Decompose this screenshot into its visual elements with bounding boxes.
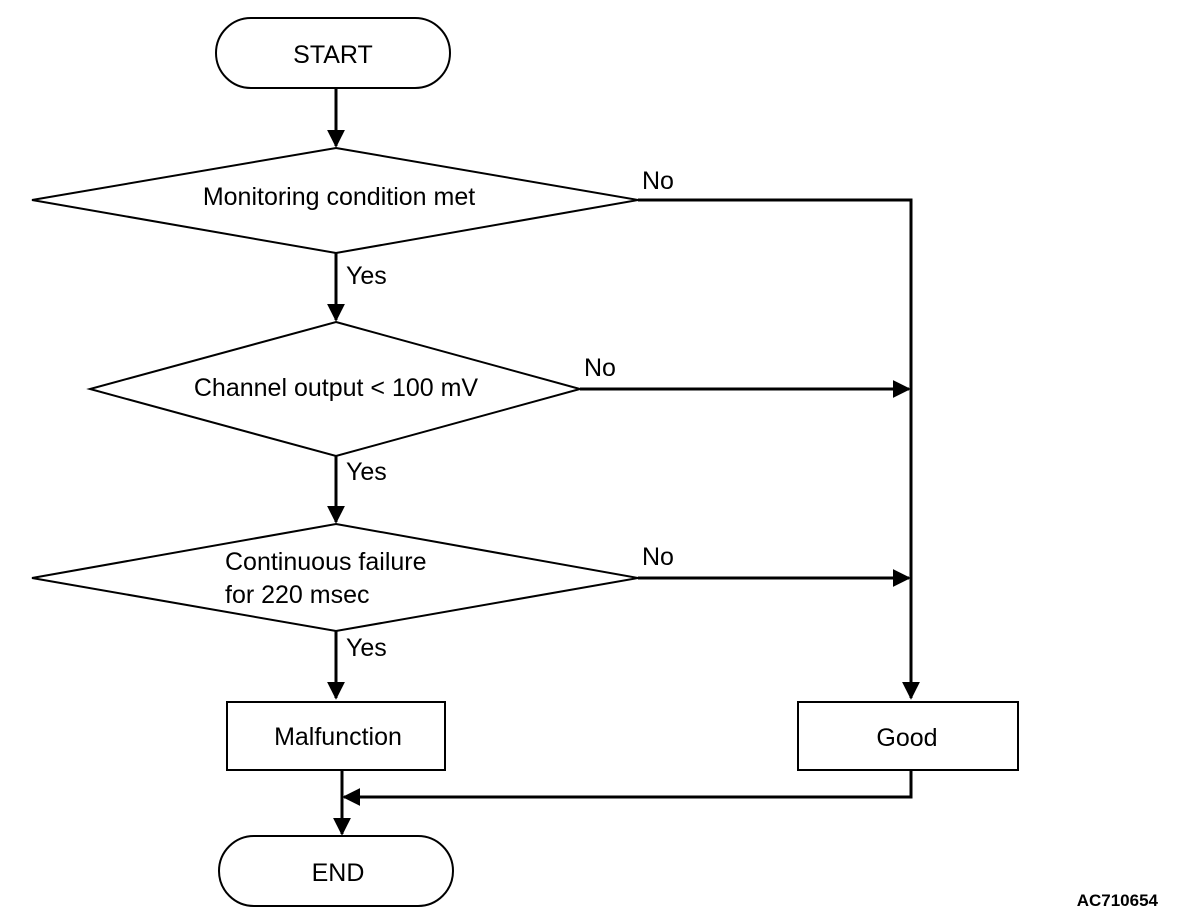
channel-label: Channel output < 100 mV [194,374,479,402]
end-label: END [312,859,365,887]
monitoring-label: Monitoring condition met [203,183,475,211]
monitoring-yes-label: Yes [346,262,387,290]
good-label: Good [876,724,937,752]
good-node: Good [797,701,1019,771]
end-node: END [218,835,454,907]
edge-monitoring-to-good [638,198,920,700]
continuous-label-line2: for 220 msec [225,581,370,609]
start-node: START [215,17,451,89]
channel-decision: Channel output < 100 mV [86,320,584,458]
channel-no-label: No [584,354,616,382]
channel-yes-label: Yes [346,458,387,486]
malfunction-node: Malfunction [226,701,446,771]
continuous-no-label: No [642,543,674,571]
malfunction-label: Malfunction [274,723,402,751]
reference-code: AC710654 [1077,891,1159,910]
edge-good-to-end [342,770,913,806]
continuous-label-line1: Continuous failure [225,548,427,576]
start-label: START [293,41,373,69]
monitoring-no-label: No [642,167,674,195]
continuous-yes-label: Yes [346,634,387,662]
monitoring-decision: Monitoring condition met [31,146,639,255]
continuous-decision: Continuous failure for 220 msec [31,522,639,633]
